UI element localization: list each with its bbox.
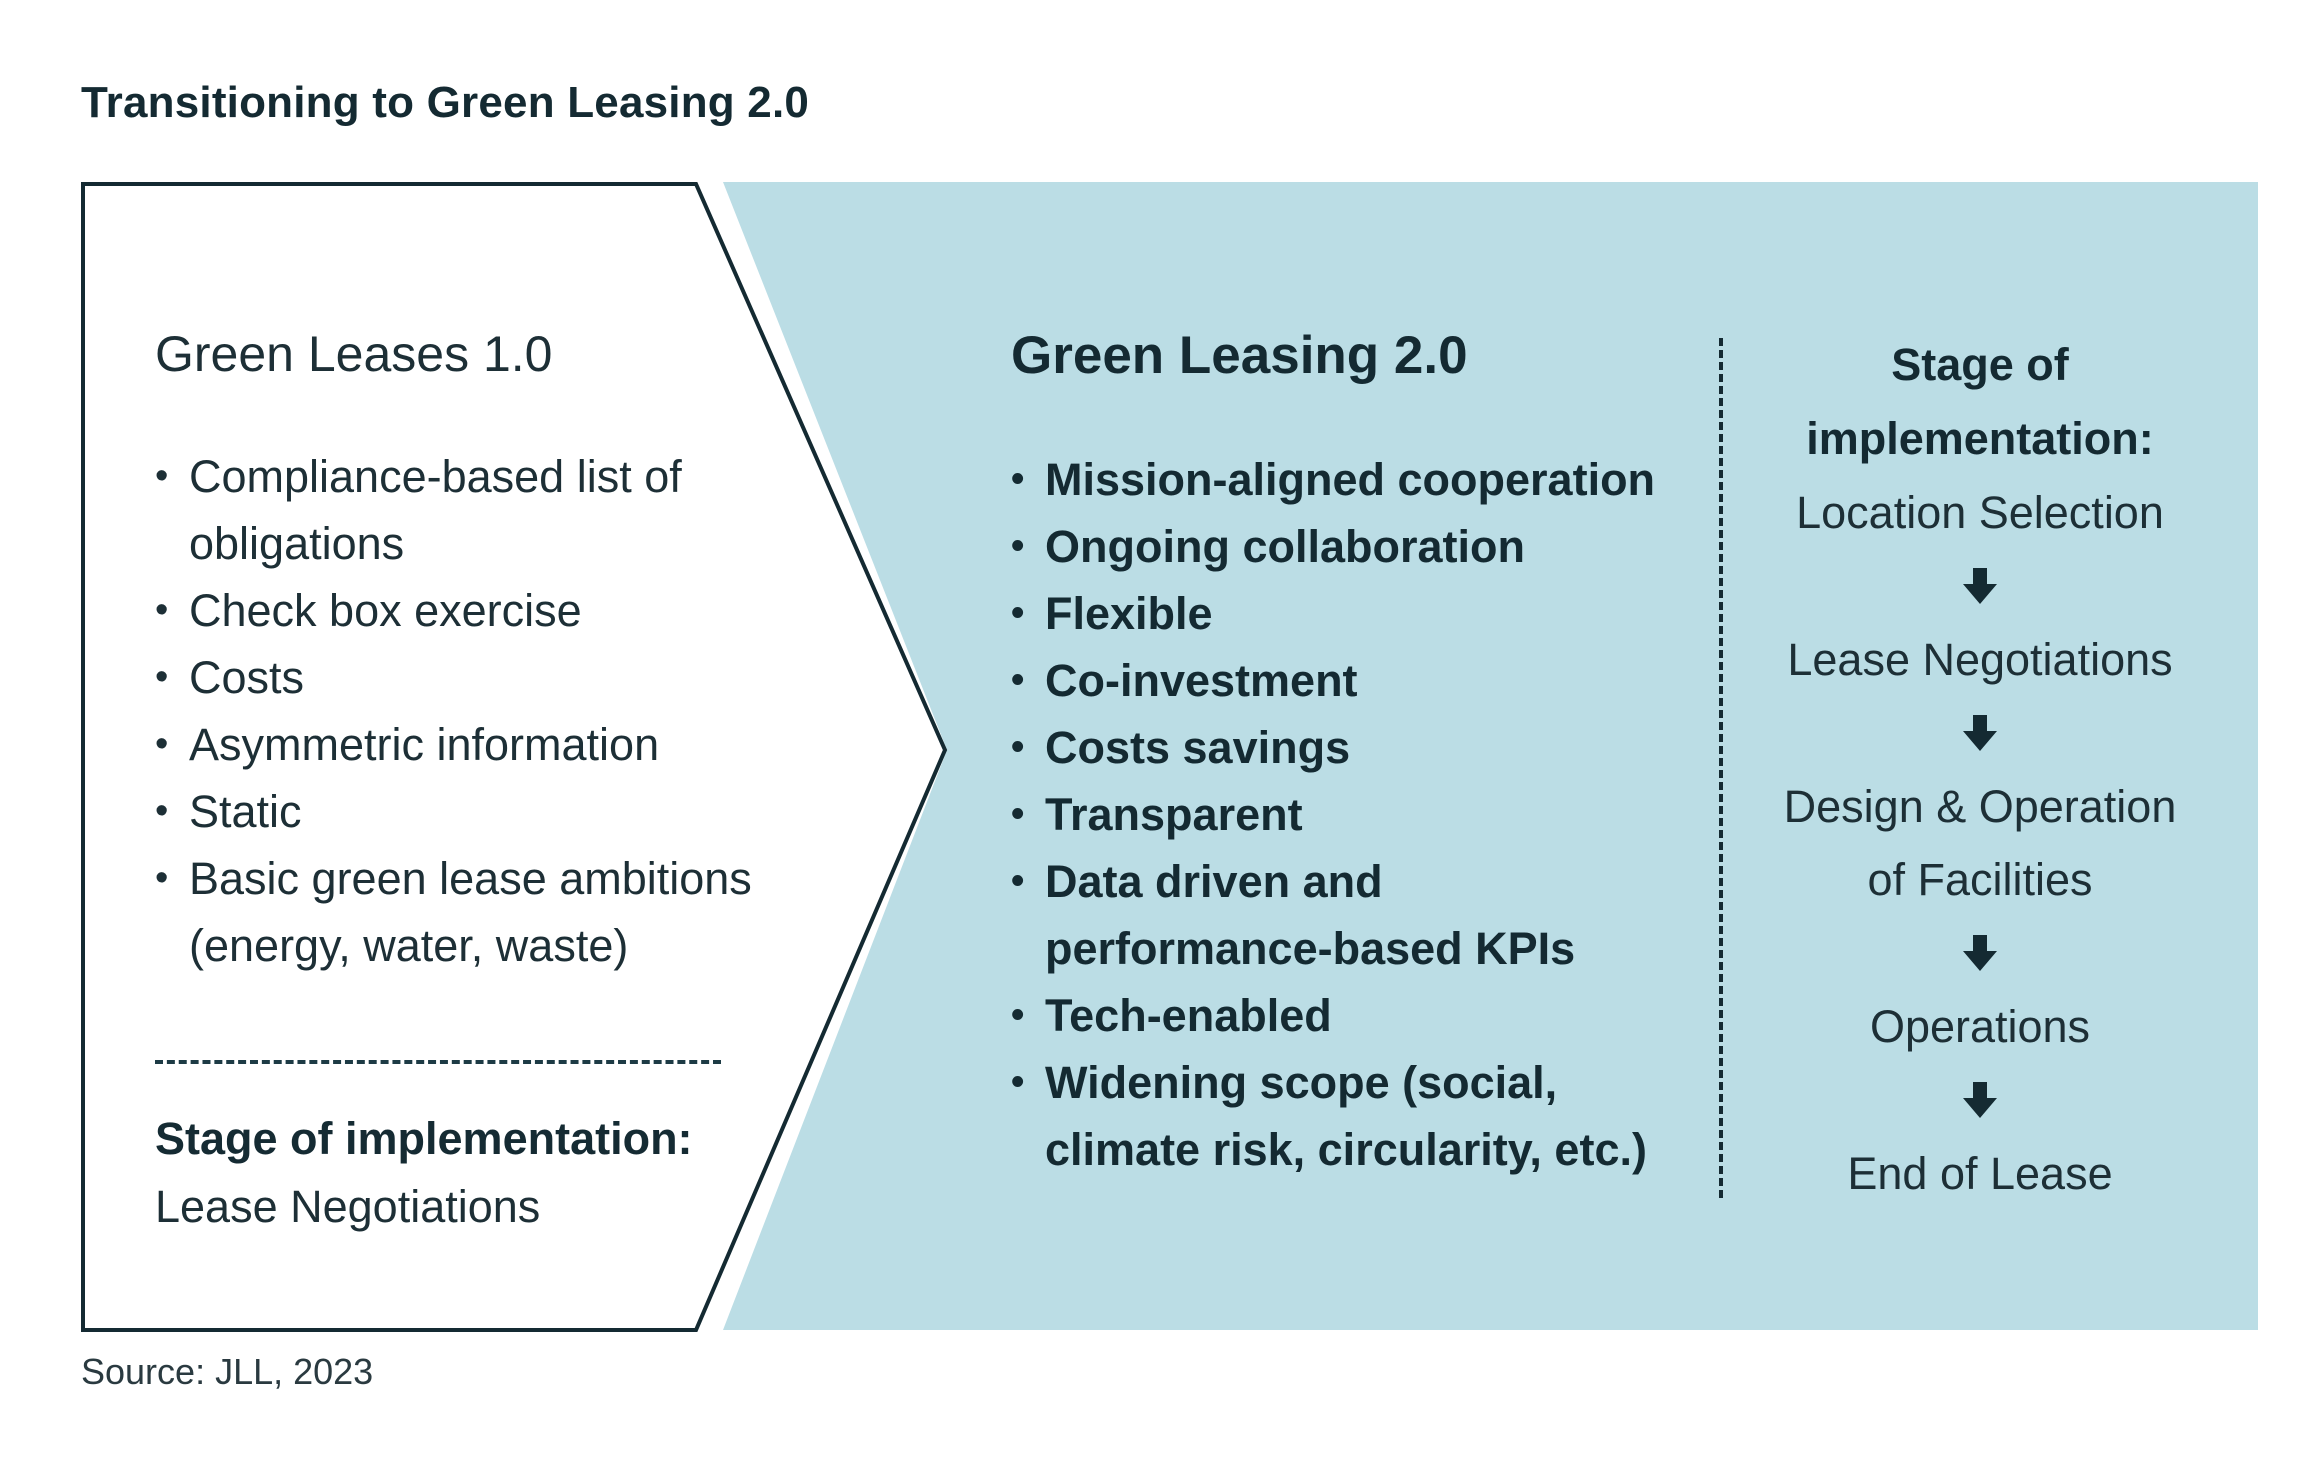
arrow-down-icon (1760, 696, 2200, 770)
stage-label: Stage of implementation: (1806, 339, 2154, 464)
source-note: Source: JLL, 2023 (81, 1351, 374, 1392)
list-item: Costs savings (1011, 714, 1691, 781)
list-item: Static (155, 778, 755, 845)
stage-step-lease-negotiations: Lease Negotiations (1787, 634, 2173, 685)
green-leasing-2-heading: Green Leasing 2.0 (1011, 326, 1468, 385)
list-item: Mission-aligned cooperation (1011, 446, 1691, 513)
stage-step-operations: Operations (1869, 1001, 2091, 1052)
figure-title: Transitioning to Green Leasing 2.0 (81, 78, 810, 127)
list-item: Flexible (1011, 580, 1691, 647)
vertical-dashed-divider (1719, 338, 1723, 1198)
stage-label: Stage of implementation: (155, 1113, 693, 1164)
arrow-down-icon (1760, 549, 2200, 623)
stage-step-design-operation: Design & Operation of Facilities (1783, 781, 2177, 905)
list-item: Basic green lease ambitions (energy, wat… (155, 845, 789, 979)
list-item: Data driven and performance-based KPIs (1011, 848, 1645, 982)
list-item: Ongoing collaboration (1011, 513, 1691, 580)
green-leases-1-heading: Green Leases 1.0 (155, 326, 553, 382)
arrow-down-icon (1760, 916, 2200, 990)
stage-value: Lease Negotiations (155, 1181, 541, 1232)
dashed-divider (155, 1060, 721, 1064)
green-leases-1-stage: Stage of implementation: Lease Negotiati… (155, 1105, 693, 1241)
list-item: Tech-enabled (1011, 982, 1691, 1049)
stage-of-implementation-column: Stage of implementation: Location Select… (1760, 328, 2200, 1210)
stage-step-end-of-lease: End of Lease (1847, 1148, 2113, 1199)
list-item: Widening scope (social, climate risk, ci… (1011, 1049, 1705, 1183)
green-leases-1-list: Compliance-based list of obligations Che… (155, 443, 755, 979)
list-item: Transparent (1011, 781, 1691, 848)
list-item: Asymmetric information (155, 711, 755, 778)
list-item: Costs (155, 644, 755, 711)
list-item: Check box exercise (155, 577, 755, 644)
arrow-down-icon (1760, 1063, 2200, 1137)
green-leasing-2-content: Green Leasing 2.0 Mission-aligned cooper… (1011, 325, 1691, 1183)
list-item: Co-investment (1011, 647, 1691, 714)
list-item: Compliance-based list of obligations (155, 443, 709, 577)
green-leasing-2-list: Mission-aligned cooperation Ongoing coll… (1011, 446, 1691, 1183)
stage-step-location-selection: Location Selection (1796, 487, 2164, 538)
green-leases-1-content: Green Leases 1.0 Compliance-based list o… (155, 325, 755, 979)
